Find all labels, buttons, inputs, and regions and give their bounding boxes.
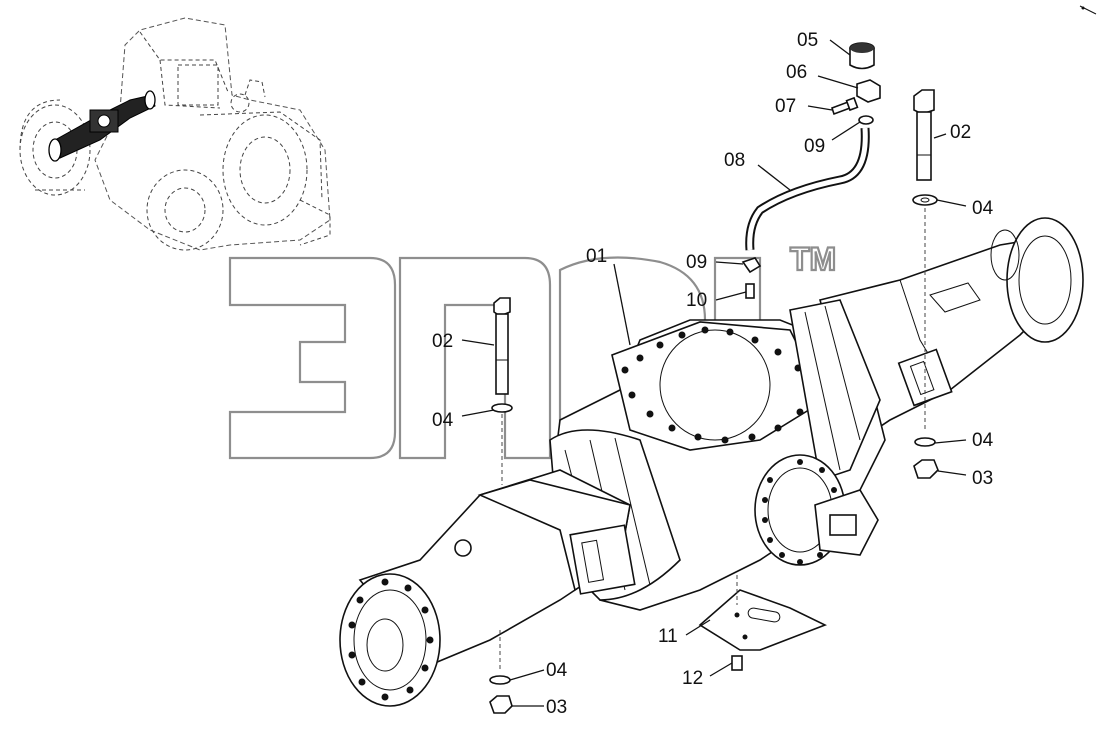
callout-11: 11: [658, 626, 678, 647]
callout-01: 01: [586, 246, 607, 267]
left-washer-bottom-part: [489, 675, 511, 685]
plate-screw-part: [731, 655, 743, 671]
right-bolt-part: [913, 89, 935, 181]
callout-04-top: 04: [972, 198, 994, 219]
trademark-label: TM: [790, 241, 836, 277]
hub-studs: [348, 578, 434, 701]
callout-03-bottom: 03: [546, 697, 567, 718]
axle-locator-highlight: [48, 90, 156, 162]
upper-washer-part: [858, 115, 874, 125]
callout-06: 06: [786, 62, 807, 83]
callout-02-top: 02: [950, 122, 971, 143]
callout-05: 05: [797, 30, 818, 51]
breather-hose-part: [745, 127, 870, 251]
right-washer-top-part: [912, 194, 938, 206]
left-nut-part: [489, 695, 513, 714]
breather-block-part: [856, 79, 881, 103]
axle-assembly-icon: [339, 217, 1084, 707]
right-washer-bottom-part: [914, 437, 936, 447]
callout-09-mid: 09: [686, 252, 707, 273]
callout-04-bottom: 04: [546, 660, 568, 681]
callout-07: 07: [775, 96, 796, 117]
callout-02-left: 02: [432, 331, 453, 352]
cover-bolts: [621, 326, 816, 444]
tractor-locator-icon: [19, 17, 331, 251]
guard-plate-part: [698, 589, 828, 651]
middle-fitting-part: [741, 257, 762, 274]
breather-cap-part: [849, 42, 875, 70]
left-washer-top-part: [491, 403, 513, 413]
callout-09-top: 09: [804, 136, 825, 157]
nipple-part: [745, 283, 755, 299]
corner-mark: [1079, 5, 1097, 15]
callout-10: 10: [686, 290, 707, 311]
callout-08: 08: [724, 150, 745, 171]
screw-part: [830, 96, 859, 116]
right-nut-part: [913, 459, 939, 479]
callout-04-left: 04: [432, 410, 454, 431]
callout-03-right: 03: [972, 468, 993, 489]
callout-12: 12: [682, 668, 703, 689]
leader-lines: [461, 39, 967, 707]
left-bolt-part: [493, 297, 511, 395]
callout-04-right: 04: [972, 430, 994, 451]
